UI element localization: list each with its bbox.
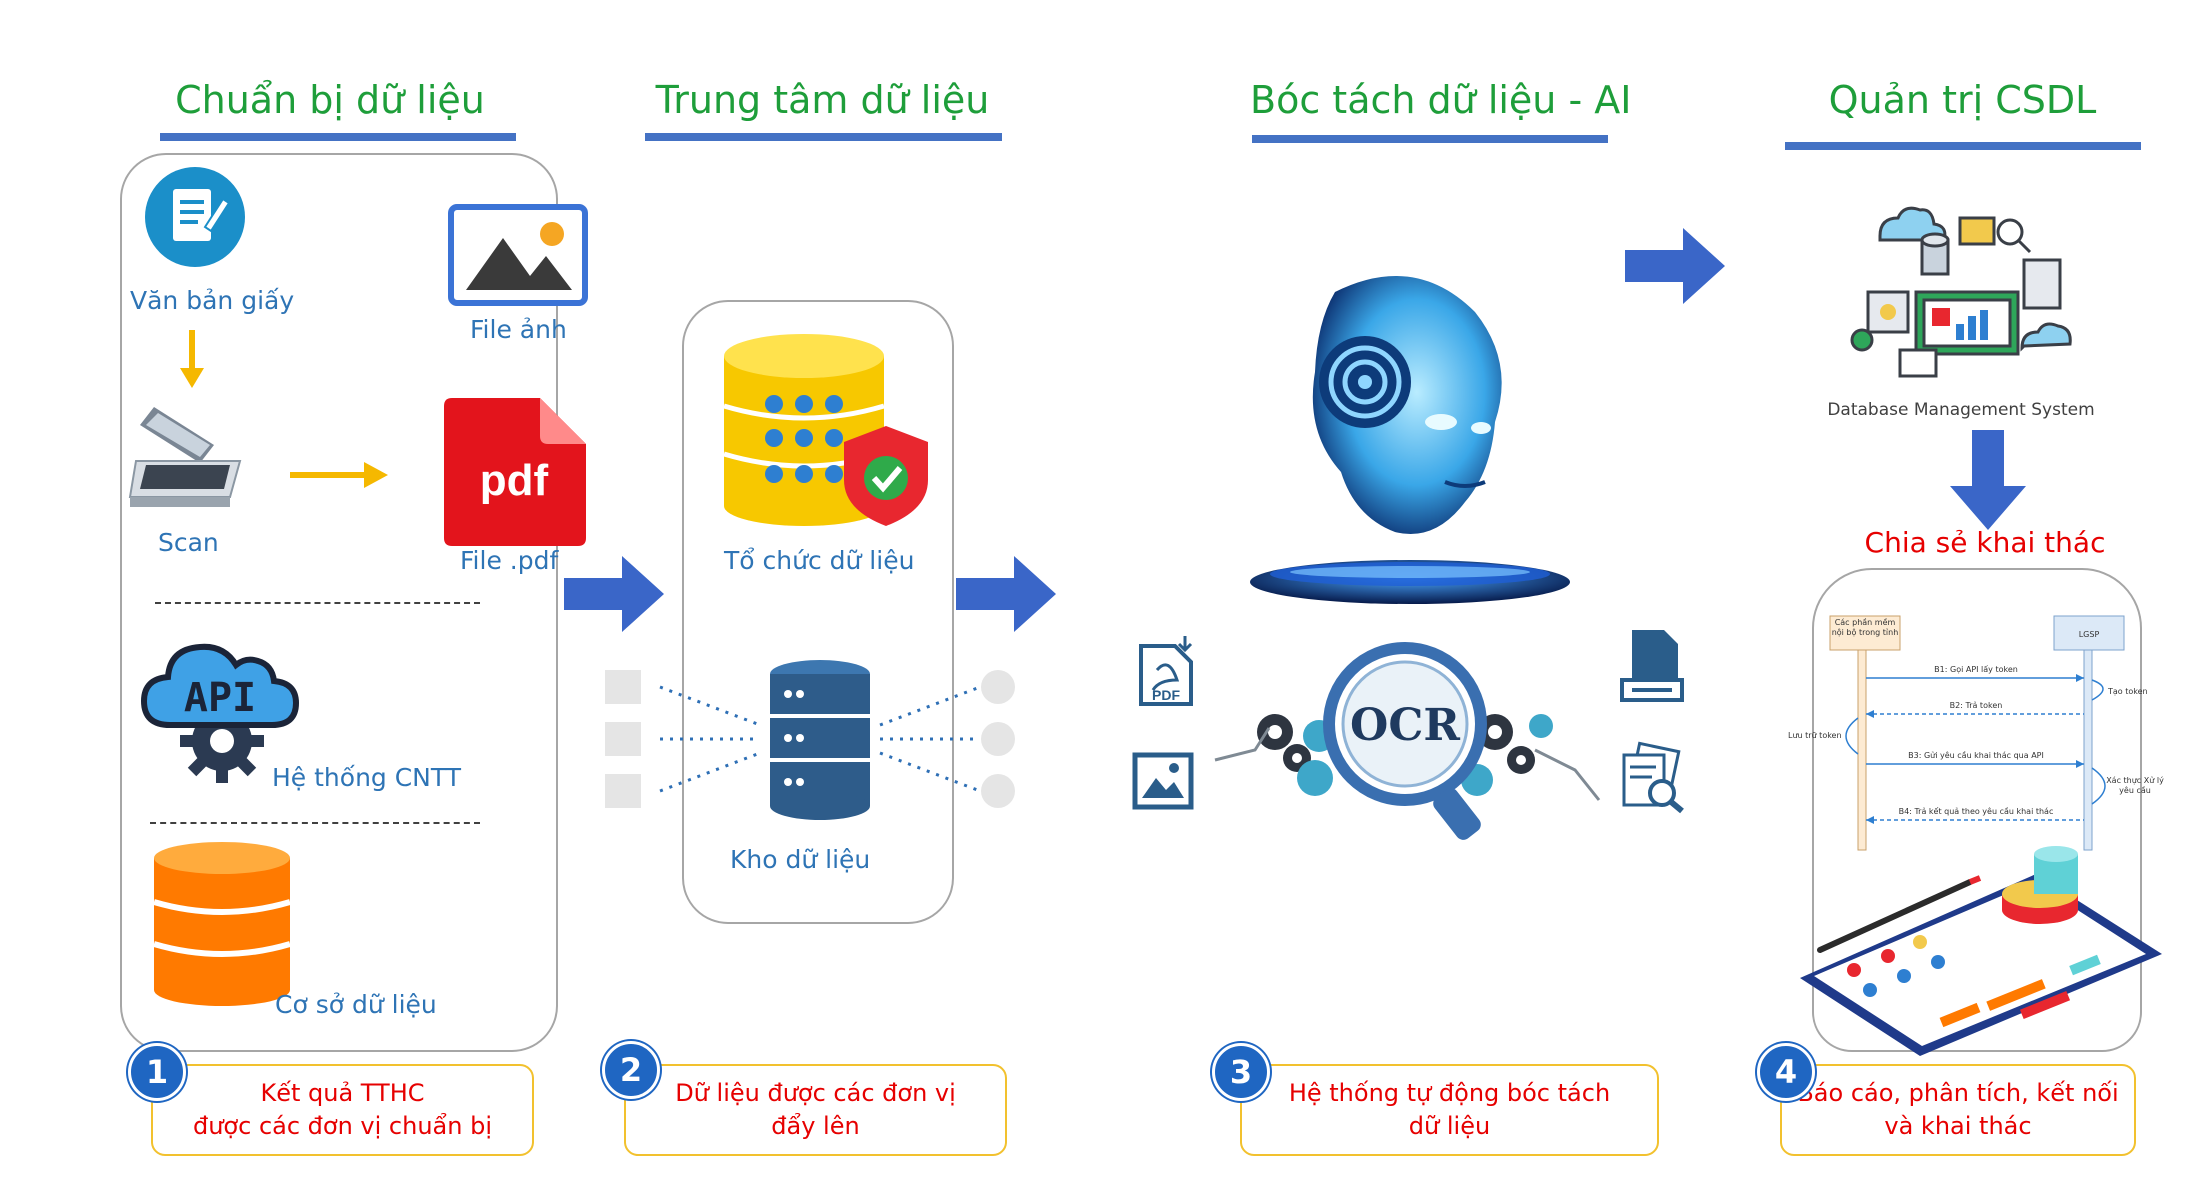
section-underline-ai-extraction xyxy=(1252,135,1608,143)
pdf-file-label: File .pdf xyxy=(460,546,559,575)
report-analytics-icon xyxy=(1800,846,2162,1056)
right-arrow-yellow-icon xyxy=(290,462,388,488)
ocr-text: OCR xyxy=(1350,700,1460,751)
data-organization-label: Tổ chức dữ liệu xyxy=(724,546,915,575)
data-warehouse-label: Kho dữ liệu xyxy=(730,845,871,874)
paper-label: Văn bản giấy xyxy=(130,286,295,315)
image-small-icon xyxy=(1132,752,1194,810)
flow-arrow-2-icon xyxy=(956,556,1056,632)
api-cloud-gear-icon: API xyxy=(140,643,300,783)
api-icon-text: API xyxy=(184,675,256,721)
step-badge-4: 4 xyxy=(1757,1043,1815,1101)
ocr-magnifier-icon: OCR xyxy=(1214,642,1601,840)
pdf-download-icon: PDF xyxy=(1139,636,1193,706)
seq-create-token: Tạo token xyxy=(2107,687,2148,697)
database-shield-icon xyxy=(723,334,928,526)
step-badge-3: 3 xyxy=(1212,1043,1270,1101)
database-orange-icon xyxy=(153,842,291,1006)
share-label: Chia sẻ khai thác xyxy=(1864,526,2106,559)
divider-2 xyxy=(150,822,480,824)
step-1-line1: Kết quả TTHC xyxy=(260,1079,425,1107)
scan-label: Scan xyxy=(158,528,219,557)
data-center-panel xyxy=(682,300,954,924)
prepare-panel xyxy=(120,153,558,1052)
step-3-line1: Hệ thống tự động bóc tách xyxy=(1288,1079,1611,1107)
document-search-icon xyxy=(1622,741,1684,814)
it-system-label: Hệ thống CNTT xyxy=(272,763,461,792)
seq-actor-left: Các phần mềm nội bộ trong tỉnh xyxy=(1831,618,1899,637)
flow-arrow-3-icon xyxy=(1625,228,1725,304)
seq-b4: B4: Trả kết quả theo yêu cầu khai thác xyxy=(1899,806,2054,816)
data-warehouse-icon xyxy=(605,660,1015,820)
step-badge-2: 2 xyxy=(602,1041,660,1099)
pdf-small-text: PDF xyxy=(1152,687,1180,703)
step-badge-1: 1 xyxy=(128,1043,186,1101)
share-panel xyxy=(1812,568,2142,1052)
pdf-file-icon: pdf xyxy=(444,398,586,546)
section-title-prepare: Chuẩn bị dữ liệu xyxy=(175,78,485,122)
section-title-ai-extraction: Bóc tách dữ liệu - AI xyxy=(1250,78,1632,122)
seq-b2: B2: Trả token xyxy=(1950,700,2003,710)
step-1-line2: được các đơn vị chuẩn bị xyxy=(192,1112,492,1140)
image-file-label: File ảnh xyxy=(470,315,567,344)
seq-store-token: Lưu trữ token xyxy=(1788,731,1842,740)
step-4-line1: Báo cáo, phân tích, kết nối xyxy=(1797,1079,2119,1107)
image-file-icon xyxy=(448,204,588,306)
step-box-2: Dữ liệu được các đơn vị đẩy lên xyxy=(624,1064,1007,1156)
paper-document-icon xyxy=(145,167,245,267)
section-title-db-admin: Quản trị CSDL xyxy=(1828,78,2097,122)
flow-arrow-1-icon xyxy=(564,556,664,632)
section-title-data-center: Trung tâm dữ liệu xyxy=(655,78,990,122)
section-underline-data-center xyxy=(645,133,1002,141)
down-arrow-blue-icon xyxy=(1950,430,2026,530)
down-arrow-yellow-icon xyxy=(180,330,204,388)
step-2-line1: Dữ liệu được các đơn vị xyxy=(675,1079,956,1107)
step-box-1: Kết quả TTHC được các đơn vị chuẩn bị xyxy=(151,1064,534,1156)
pdf-icon-text: pdf xyxy=(480,456,549,505)
step-3-line2: dữ liệu xyxy=(1408,1112,1491,1140)
seq-b3: B3: Gửi yêu cầu khai thác qua API xyxy=(1908,750,2044,760)
dbms-illustration-icon xyxy=(1850,206,2072,378)
dbms-caption: Database Management System xyxy=(1827,400,2095,420)
section-underline-prepare xyxy=(160,133,516,141)
document-scan-icon xyxy=(1620,630,1684,702)
seq-actor-right: LGSP xyxy=(2079,630,2100,639)
database-label: Cơ sở dữ liệu xyxy=(275,990,437,1019)
section-underline-db-admin xyxy=(1785,142,2141,150)
ai-robot-head-icon xyxy=(1250,276,1570,604)
sequence-diagram: Các phần mềm nội bộ trong tỉnh LGSP B1: … xyxy=(1788,615,2164,851)
seq-verify: Xác thực Xử lý yêu cầu xyxy=(2106,776,2164,795)
step-2-line2: đẩy lên xyxy=(771,1112,860,1140)
scanner-icon xyxy=(128,407,242,507)
step-box-3: Hệ thống tự động bóc tách dữ liệu xyxy=(1240,1064,1659,1156)
step-4-line2: và khai thác xyxy=(1884,1112,2032,1140)
step-box-4: Báo cáo, phân tích, kết nối và khai thác xyxy=(1780,1064,2136,1156)
seq-b1: B1: Gọi API lấy token xyxy=(1934,664,2018,674)
divider-1 xyxy=(155,602,480,604)
